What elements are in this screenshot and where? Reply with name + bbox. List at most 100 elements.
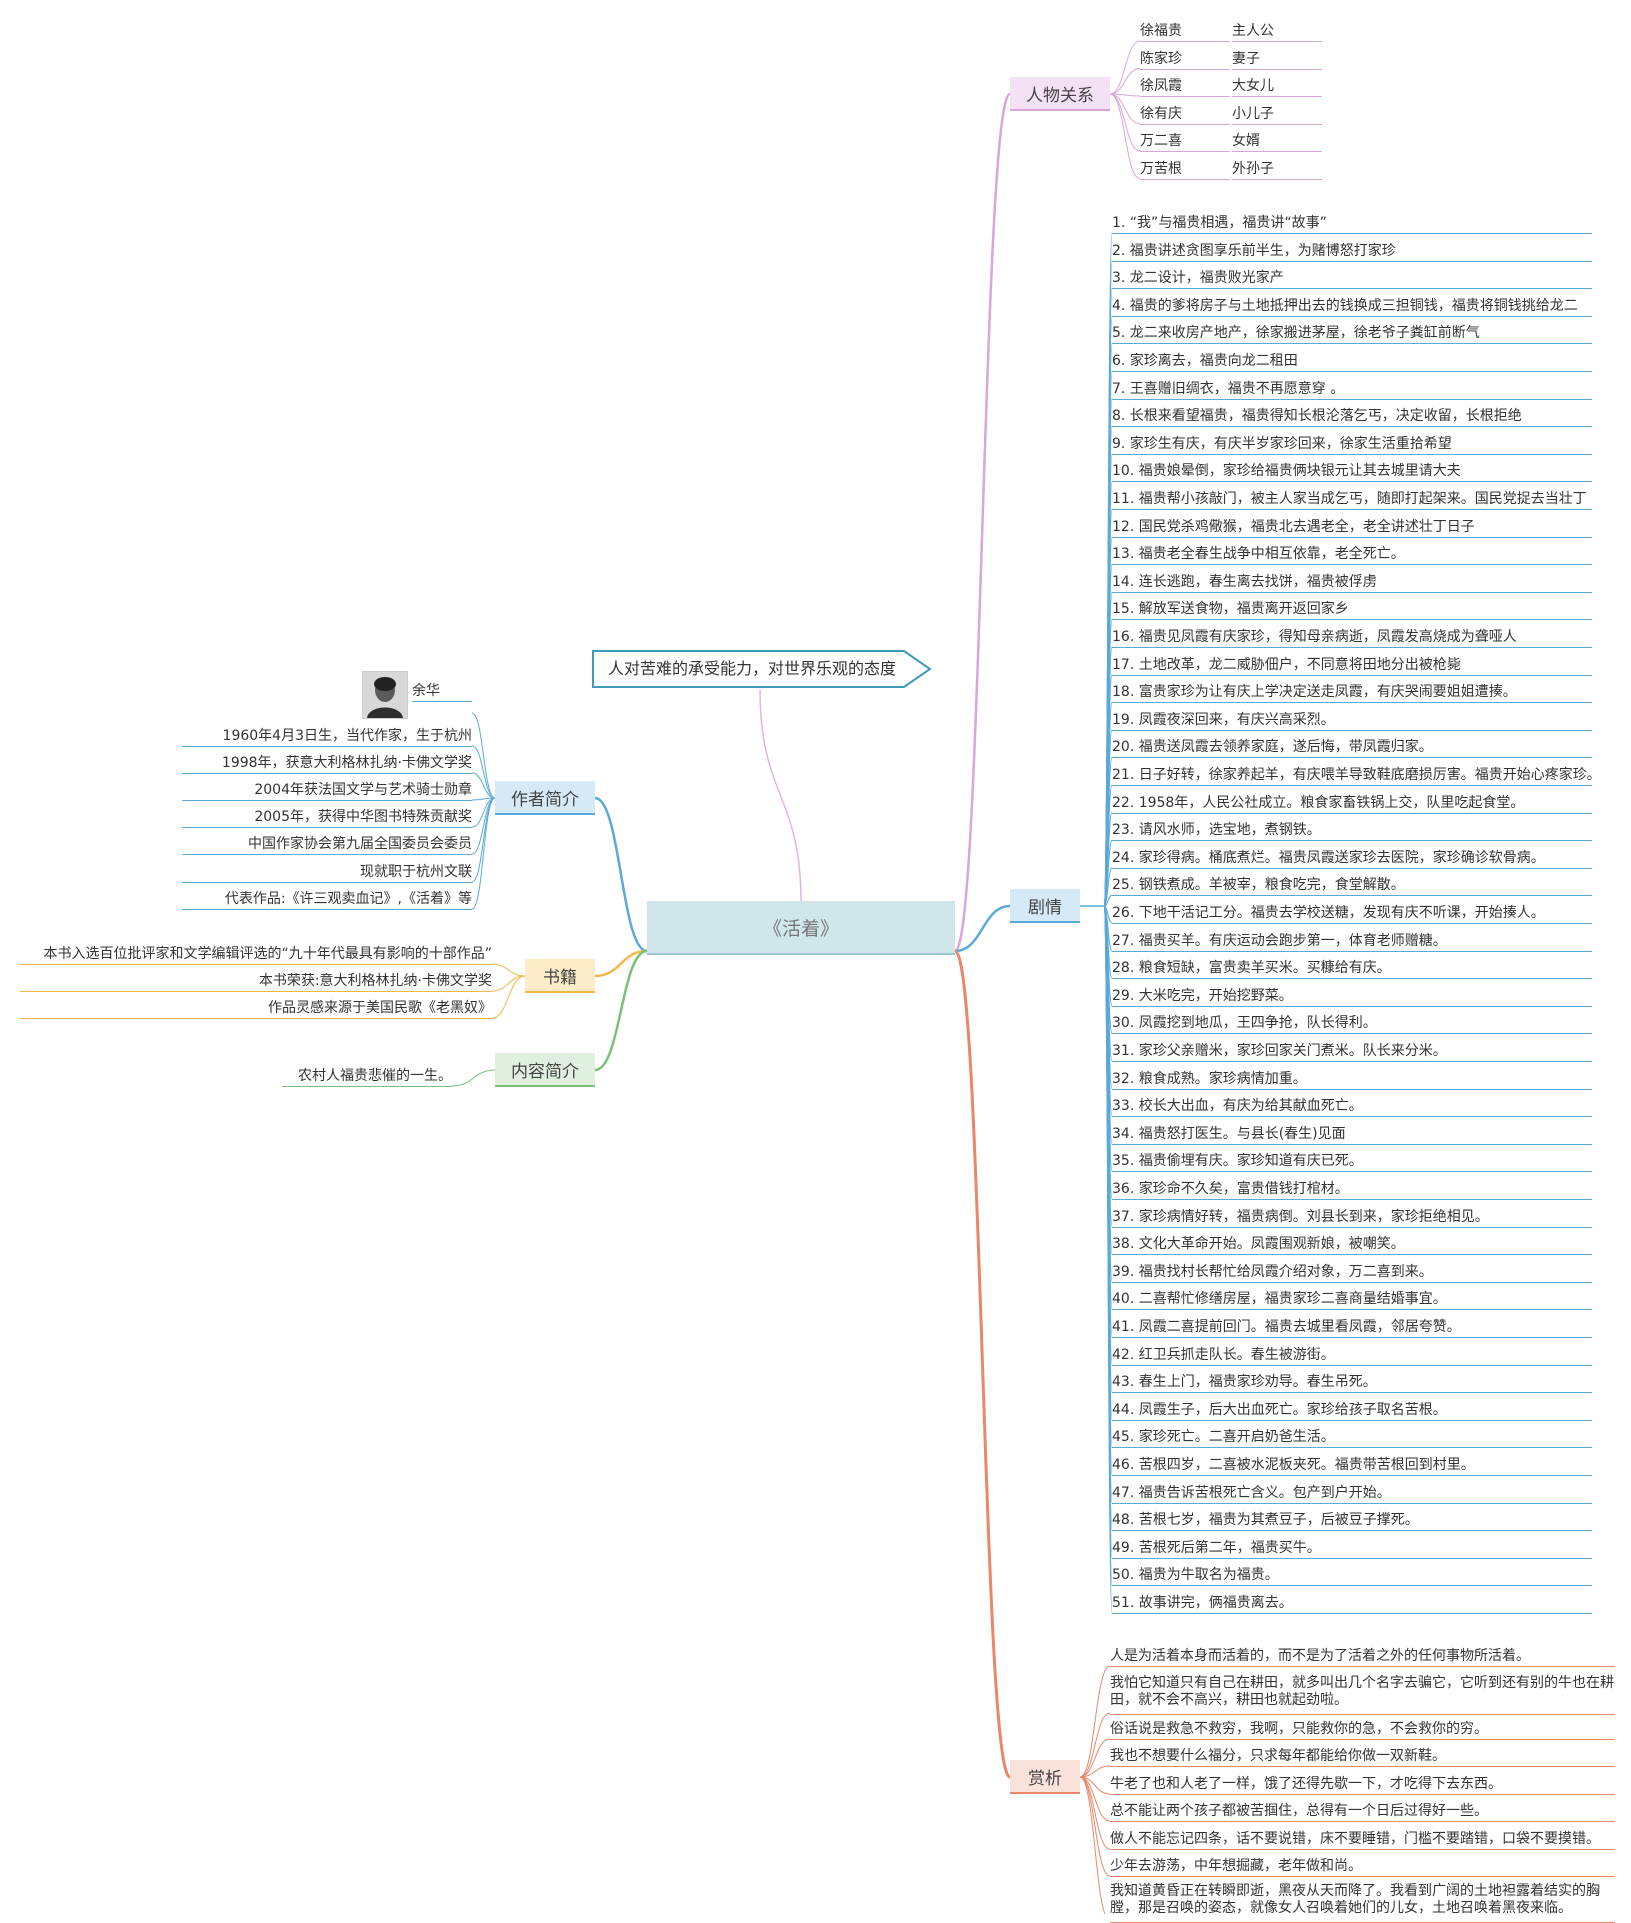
author-item[interactable]: 2004年获法国文学与艺术骑士勋章: [182, 779, 472, 801]
plot-item[interactable]: 1. “我”与福贵相遇，福贵讲“故事”: [1112, 212, 1592, 234]
plot-item[interactable]: 28. 粮食短缺，富贵卖羊买米。买糠给有庆。: [1112, 957, 1592, 980]
plot-item[interactable]: 43. 春生上门，福贵家珍劝导。春生吊死。: [1112, 1371, 1592, 1394]
plot-item[interactable]: 35. 福贵偷埋有庆。家珍知道有庆已死。: [1112, 1150, 1592, 1173]
plot-item[interactable]: 22. 1958年，人民公社成立。粮食家畜铁锅上交，队里吃起食堂。: [1112, 792, 1592, 814]
appreciation-item[interactable]: 我怕它知道只有自己在耕田，就多叫出几个名字去骗它，它听到还有别的牛也在耕田，就不…: [1110, 1675, 1615, 1715]
plot-item[interactable]: 37. 家珍病情好转，福贵病倒。刘县长到来，家珍拒绝相见。: [1112, 1206, 1592, 1228]
link-plot-49: [1103, 905, 1113, 1586]
branch-appreciation[interactable]: 赏析: [1010, 1760, 1080, 1794]
plot-item[interactable]: 12. 国民党杀鸡儆猴，福贵北去遇老全，老全讲述壮丁日子: [1112, 516, 1592, 538]
book-item[interactable]: 本书荣获:意大利格林扎纳·卡佛文学奖: [20, 970, 492, 992]
plot-item[interactable]: 13. 福贵老全春生战争中相互依靠，老全死亡。: [1112, 543, 1592, 566]
plot-item[interactable]: 5. 龙二来收房产地产，徐家搬进茅屋，徐老爷子粪缸前断气: [1112, 322, 1592, 345]
link-author-6: [471, 797, 496, 910]
link-plot-40: [1103, 905, 1113, 1338]
plot-item[interactable]: 50. 福贵为牛取名为福贵。: [1112, 1564, 1592, 1587]
plot-item[interactable]: 46. 苦根四岁，二喜被水泥板夹死。福贵带苦根回到村里。: [1112, 1454, 1592, 1476]
relation-name[interactable]: 徐有庆: [1140, 103, 1230, 125]
plot-item[interactable]: 36. 家珍命不久矣，富贵借钱打棺材。: [1112, 1178, 1592, 1200]
branch-relations[interactable]: 人物关系: [1010, 77, 1110, 111]
author-item[interactable]: 2005年，获得中华图书特殊贡献奖: [182, 806, 472, 828]
plot-item[interactable]: 34. 福贵怒打医生。与县长(春生)见面: [1112, 1123, 1592, 1145]
appreciation-item[interactable]: 做人不能忘记四条，话不要说错，床不要睡错，门槛不要踏错，口袋不要摸错。: [1110, 1828, 1615, 1850]
link-relation-0: [1109, 40, 1141, 95]
relation-name[interactable]: 万苦根: [1140, 158, 1230, 180]
plot-item[interactable]: 42. 红卫兵抓走队长。春生被游街。: [1112, 1344, 1592, 1366]
relation-role[interactable]: 外孙子: [1232, 158, 1322, 180]
author-item[interactable]: 1960年4月3日生，当代作家，生于杭州: [182, 725, 472, 747]
author-item[interactable]: 1998年，获意大利格林扎纳·卡佛文学奖: [182, 752, 472, 774]
relation-name[interactable]: 万二喜: [1140, 130, 1230, 152]
branch-summary[interactable]: 内容简介: [495, 1053, 595, 1087]
plot-item[interactable]: 17. 土地改革，龙二威胁佃户，不同意将田地分出被枪毙: [1112, 654, 1592, 676]
appreciation-item[interactable]: 牛老了也和人老了一样，饿了还得先歇一下，才吃得下去东西。: [1110, 1773, 1615, 1795]
plot-item[interactable]: 40. 二喜帮忙修缮房屋，福贵家珍二喜商量结婚事宜。: [1112, 1288, 1592, 1311]
plot-item[interactable]: 41. 凤霞二喜提前回门。福贵去城里看凤霞，邻居夸赞。: [1112, 1316, 1592, 1338]
branch-author[interactable]: 作者简介: [495, 781, 595, 815]
plot-item[interactable]: 21. 日子好转，徐家养起羊，有庆喂羊导致鞋底磨损厉害。福贵开始心疼家珍。: [1112, 764, 1601, 786]
appreciation-item[interactable]: 我也不想要什么福分，只求每年都能给你做一双新鞋。: [1110, 1745, 1615, 1767]
central-topic[interactable]: 《活着》: [647, 901, 955, 955]
book-item[interactable]: 本书入选百位批评家和文学编辑评选的“九十年代最具有影响的十部作品”: [20, 943, 492, 965]
author-name[interactable]: 余华: [412, 680, 472, 702]
branch-plot[interactable]: 剧情: [1010, 889, 1080, 923]
plot-item[interactable]: 23. 请风水师，选宝地，煮钢铁。: [1112, 819, 1592, 842]
plot-item[interactable]: 26. 下地干活记工分。福贵去学校送糖，发现有庆不听课，开始揍人。: [1112, 902, 1592, 924]
plot-item[interactable]: 51. 故事讲完，俩福贵离去。: [1112, 1592, 1592, 1614]
plot-item[interactable]: 11. 福贵帮小孩敲门，被主人家当成乞丐，随即打起架来。国民党捉去当壮丁: [1112, 488, 1592, 510]
author-item[interactable]: 代表作品:《许三观卖血记》,《活着》等: [182, 888, 472, 910]
plot-item[interactable]: 32. 粮食成熟。家珍病情加重。: [1112, 1068, 1592, 1090]
plot-item[interactable]: 20. 福贵送凤霞去领养家庭，遂后悔，带凤霞归家。: [1112, 736, 1592, 759]
link-plot-43: [1103, 905, 1113, 1421]
appreciation-item[interactable]: 俗话说是救急不救穷，我啊，只能救你的急，不会救你的穷。: [1110, 1718, 1615, 1740]
plot-item[interactable]: 33. 校长大出血，有庆为给其献血死亡。: [1112, 1095, 1592, 1118]
author-item[interactable]: 中国作家协会第九届全国委员会委员: [182, 833, 472, 855]
relation-role[interactable]: 女婿: [1232, 130, 1322, 152]
plot-item[interactable]: 29. 大米吃完，开始挖野菜。: [1112, 985, 1592, 1007]
relation-name[interactable]: 陈家珍: [1140, 48, 1230, 70]
plot-item[interactable]: 47. 福贵告诉苦根死亡含义。包产到户开始。: [1112, 1482, 1592, 1504]
plot-item[interactable]: 39. 福贵找村长帮忙给凤霞介绍对象，万二喜到来。: [1112, 1261, 1592, 1283]
plot-item[interactable]: 25. 钢铁煮成。羊被宰，粮食吃完，食堂解散。: [1112, 874, 1592, 897]
relation-name[interactable]: 徐福贵: [1140, 20, 1230, 42]
plot-item[interactable]: 4. 福贵的爹将房子与土地抵押出去的钱换成三担铜钱，福贵将铜钱挑给龙二: [1112, 295, 1592, 317]
appreciation-item[interactable]: 总不能让两个孩子都被苦掴住，总得有一个日后过得好一些。: [1110, 1800, 1615, 1822]
plot-item[interactable]: 45. 家珍死亡。二喜开启奶爸生活。: [1112, 1426, 1592, 1449]
plot-item[interactable]: 38. 文化大革命开始。凤霞围观新娘，被嘲笑。: [1112, 1233, 1592, 1256]
plot-item[interactable]: 48. 苦根七岁，福贵为其煮豆子，后被豆子撑死。: [1112, 1509, 1592, 1532]
plot-item[interactable]: 10. 福贵娘晕倒，家珍给福贵俩块银元让其去城里请大夫: [1112, 460, 1592, 483]
plot-item[interactable]: 49. 苦根死后第二年，福贵买牛。: [1112, 1537, 1592, 1559]
appreciation-item[interactable]: 人是为活着本身而活着的，而不是为了活着之外的任何事物所活着。: [1110, 1645, 1615, 1667]
plot-item[interactable]: 9. 家珍生有庆，有庆半岁家珍回来，徐家生活重拾希望: [1112, 433, 1592, 455]
relation-role[interactable]: 大女儿: [1232, 75, 1322, 97]
plot-item[interactable]: 6. 家珍离去，福贵向龙二租田: [1112, 350, 1592, 372]
summary-item[interactable]: 农村人福贵悲催的一生。: [282, 1065, 452, 1087]
appreciation-item[interactable]: 我知道黄昏正在转瞬即逝，黑夜从天而降了。我看到广阔的土地袒露着结实的胸膛，那是召…: [1110, 1883, 1615, 1923]
relation-role[interactable]: 小儿子: [1232, 103, 1322, 125]
plot-item[interactable]: 2. 福贵讲述贪图享乐前半生，为赌博怒打家珍: [1112, 240, 1592, 262]
branch-book[interactable]: 书籍: [525, 959, 595, 993]
link-plot-0: [1103, 232, 1113, 907]
plot-item[interactable]: 15. 解放军送食物，福贵离开返回家乡: [1112, 598, 1592, 621]
relation-role[interactable]: 主人公: [1232, 20, 1322, 42]
book-item[interactable]: 作品灵感来源于美国民歌《老黑奴》: [20, 997, 492, 1019]
plot-item[interactable]: 3. 龙二设计，福贵败光家产: [1112, 267, 1592, 290]
plot-item[interactable]: 44. 凤霞生子，后大出血死亡。家珍给孩子取名苦根。: [1112, 1399, 1592, 1421]
plot-item[interactable]: 31. 家珍父亲赠米，家珍回家关门煮米。队长来分米。: [1112, 1040, 1592, 1062]
plot-item[interactable]: 8. 长根来看望福贵，福贵得知长根沦落乞丐，决定收留，长根拒绝: [1112, 405, 1592, 428]
theme-callout[interactable]: 人对苦难的承受能力，对世界乐观的态度: [592, 650, 932, 688]
plot-item[interactable]: 7. 王喜赠旧绸衣，福贵不再愿意穿 。: [1112, 378, 1592, 400]
author-item[interactable]: 现就职于杭州文联: [182, 861, 472, 883]
plot-item[interactable]: 18. 富贵家珍为让有庆上学决定送走凤霞，有庆哭闹要姐姐遭揍。: [1112, 681, 1592, 704]
link-relation-1: [1109, 68, 1141, 95]
plot-item[interactable]: 30. 凤霞挖到地瓜，王四争抢，队长得利。: [1112, 1012, 1592, 1035]
plot-item[interactable]: 14. 连长逃跑，春生离去找饼，福贵被俘虏: [1112, 571, 1592, 593]
plot-item[interactable]: 24. 家珍得病。桶底煮烂。福贵凤霞送家珍去医院，家珍确诊软骨病。: [1112, 847, 1592, 869]
plot-item[interactable]: 16. 福贵见凤霞有庆家珍，得知母亲病逝，凤霞发高烧成为聋哑人: [1112, 626, 1592, 648]
plot-item[interactable]: 27. 福贵买羊。有庆运动会跑步第一，体育老师赠糖。: [1112, 930, 1592, 952]
appreciation-item[interactable]: 少年去游荡，中年想掘藏，老年做和尚。: [1110, 1855, 1615, 1877]
plot-item[interactable]: 19. 凤霞夜深回来，有庆兴高采烈。: [1112, 709, 1592, 731]
relation-role[interactable]: 妻子: [1232, 48, 1322, 70]
relation-name[interactable]: 徐凤霞: [1140, 75, 1230, 97]
link-plot-19: [1103, 756, 1113, 907]
